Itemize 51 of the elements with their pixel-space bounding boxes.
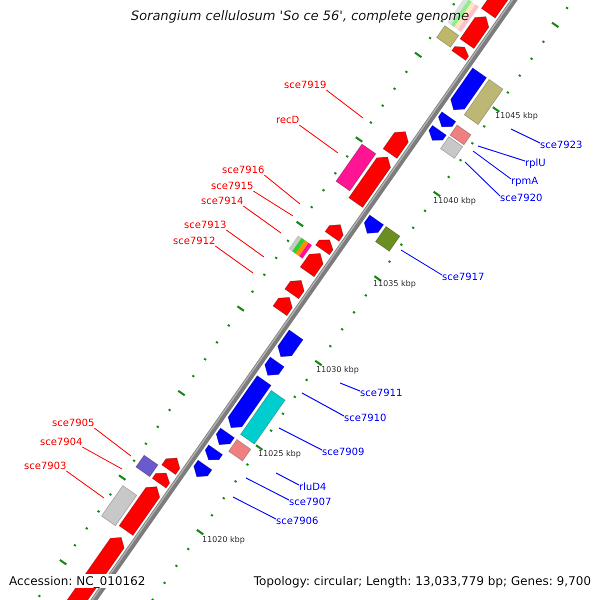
leader-line xyxy=(400,250,442,276)
leader-line xyxy=(264,174,300,204)
gene-label: sce7919 xyxy=(284,80,326,92)
gene-label: sce7911 xyxy=(360,388,402,400)
gene-label: recD xyxy=(276,115,300,127)
leader-line xyxy=(478,146,526,162)
scale-label: 11035 kbp xyxy=(373,279,416,288)
map-title: Sorangium cellulosum 'So ce 56', complete genome xyxy=(130,9,470,24)
leader-line xyxy=(302,392,344,416)
scale-label: 11045 kbp xyxy=(495,111,538,120)
leader-line xyxy=(278,428,322,450)
leader-line xyxy=(276,472,300,486)
gene-label: rluD4 xyxy=(299,482,326,494)
gene-label: sce7907 xyxy=(289,497,332,509)
gene-label: sce7917 xyxy=(442,272,484,284)
leader-line xyxy=(510,128,540,144)
scale-label: 11020 kbp xyxy=(202,535,245,544)
gene-label: sce7905 xyxy=(52,418,94,430)
leader-line xyxy=(298,124,338,154)
leader-line xyxy=(66,470,104,498)
gene-label: sce7909 xyxy=(322,447,364,459)
leader-line xyxy=(226,230,264,258)
gene-label: sce7906 xyxy=(276,516,318,528)
leader-line xyxy=(246,478,290,500)
gene-label: sce7916 xyxy=(222,165,264,177)
leader-line xyxy=(252,190,294,216)
gene-label: sce7903 xyxy=(24,461,66,473)
accession-text: Accession: NC_010162 xyxy=(9,574,146,588)
leader-line xyxy=(82,446,122,470)
leader-line xyxy=(242,206,282,234)
gene-label: sce7915 xyxy=(211,181,254,193)
scale-label: 11025 kbp xyxy=(258,449,301,458)
gene-label: sce7923 xyxy=(540,140,582,152)
gene-label: sce7904 xyxy=(40,437,82,449)
leader-line xyxy=(472,150,512,180)
leader-line xyxy=(326,90,364,118)
gene-label: rpmA xyxy=(511,176,538,188)
gene-label: sce7914 xyxy=(201,196,244,208)
gene-label: sce7913 xyxy=(184,220,226,232)
genome-info-text: Topology: circular; Length: 13,033,779 bp; Genes: 9,700 xyxy=(254,574,591,588)
gene-label: sce7920 xyxy=(500,193,542,205)
leader-line xyxy=(340,382,360,392)
leader-line xyxy=(232,496,276,520)
scale-label: 11030 kbp xyxy=(316,365,359,374)
leader-line xyxy=(464,162,500,196)
gene-label: sce7912 xyxy=(173,236,216,248)
leader-line xyxy=(94,428,132,456)
gene-label: sce7910 xyxy=(344,413,386,425)
scale-label: 11040 kbp xyxy=(433,196,476,205)
gene-label: rplU xyxy=(525,158,546,170)
leader-line xyxy=(214,246,254,274)
